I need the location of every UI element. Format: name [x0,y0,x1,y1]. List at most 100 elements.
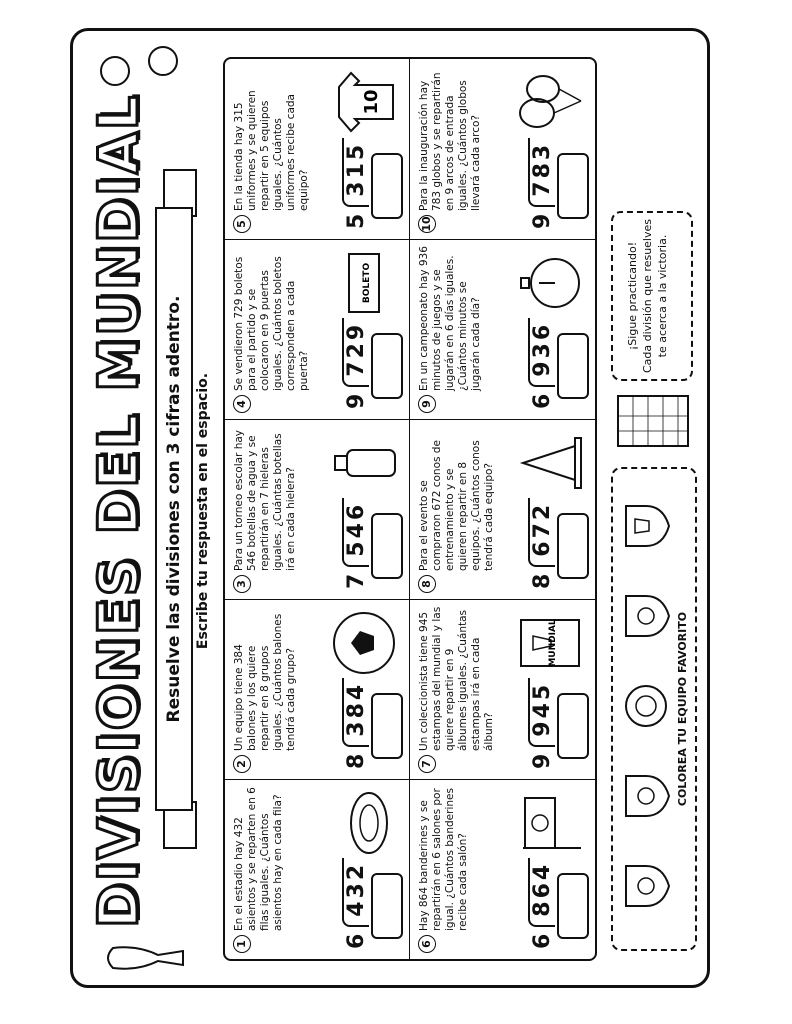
sticker-pack-icon: MUNDIAL [520,619,580,667]
answer-box[interactable] [371,873,403,939]
problem-card: 2 Un equipo tiene 384 balones y los quie… [225,599,410,779]
worksheet-landscape: DIVISIONES DEL MUNDIAL Resuelve las divi… [73,31,713,991]
problem-text: Se vendieron 729 boletos para el partido… [233,256,310,391]
problem-number: 1 [233,935,251,953]
problem-card: 3 Para un torneo escolar hay 546 botella… [225,419,410,599]
divisor: 9 [530,210,555,229]
message-line: Cada división que resuelves [641,218,654,374]
dividend: 864 [528,857,555,927]
divisor: 8 [530,570,555,589]
problem-number: 8 [418,575,436,593]
answer-box[interactable] [371,693,403,759]
header: DIVISIONES DEL MUNDIAL Resuelve las divi… [73,31,213,991]
jersey-icon: 10 [338,71,394,133]
problem-number: 6 [418,935,436,953]
trophy-icon [107,946,184,970]
answer-box[interactable] [557,693,589,759]
answer-box[interactable] [557,153,589,219]
division-bracket: 9945 [528,677,555,769]
problem-card: 1 En el estadio hay 432 asientos y se re… [225,779,410,959]
problem-text: Hay 864 banderines y se repartirán en 6 … [418,788,469,931]
problem-text: Para la inauguración hay 783 globos y se… [418,72,482,211]
trophy-crest-icon [625,505,671,547]
divisor: 9 [344,390,369,409]
message-line: ¡Sigue practicando! [626,241,639,351]
divisor: 6 [530,930,555,949]
picture-label: 10 [361,89,382,114]
answer-box[interactable] [557,873,589,939]
problem-number: 5 [233,215,251,233]
divisor: 7 [344,570,369,589]
dividend: 546 [342,497,369,567]
cone-icon [519,437,582,489]
flag-icon [523,797,581,849]
ticket-icon: BOLETO [348,253,380,313]
instruction-subtitle: Escribe tu respuesta en el espacio. [195,372,211,650]
division-bracket: 7546 [342,497,369,589]
favorite-team-label: COLOREA TU EQUIPO FAVORITO [676,611,689,807]
balloons-icon [519,75,582,128]
problem-text: Un coleccionista tiene 945 estampas del … [418,606,495,751]
problem-card: 6 Hay 864 banderines y se repartirán en … [410,779,595,959]
dividend: 783 [528,137,555,207]
crest-icon [625,775,671,817]
favorite-team-box: COLOREA TU EQUIPO FAVORITO [611,467,697,951]
problem-text: Para un torneo escolar hay 546 botellas … [233,429,297,571]
dividend: 672 [528,497,555,567]
problem-card: 8 Para el evento se compraron 672 conos … [410,419,595,599]
dividend: 384 [342,677,369,747]
problem-text: En un campeonato hay 936 minutos de jueg… [418,246,482,391]
picture-label: BOLETO [362,263,372,304]
encouragement-box: ¡Sigue practicando! Cada división que re… [611,211,693,381]
crest-icon [625,685,667,727]
problem-number: 10 [418,215,436,233]
dividend: 729 [342,317,369,387]
instruction-banner: Resuelve las divisiones con 3 cifras ade… [155,207,193,811]
divisor: 5 [344,210,369,229]
goal-net-icon [617,395,689,447]
soccer-ball-icon [333,612,395,674]
divisor: 6 [530,390,555,409]
stadium-icon [350,792,388,854]
division-bracket: 6936 [528,317,555,409]
problem-text: Para el evento se compraron 672 conos de… [418,440,495,571]
problem-number: 9 [418,395,436,413]
division-bracket: 9783 [528,137,555,229]
problem-card: 7 Un coleccionista tiene 945 estampas de… [410,599,595,779]
problem-card: 4 Se vendieron 729 boletos para el parti… [225,239,410,419]
problem-number: 3 [233,575,251,593]
stopwatch-icon [520,258,580,308]
divisor: 8 [344,750,369,769]
dividend: 432 [342,857,369,927]
worksheet: DIVISIONES DEL MUNDIAL Resuelve las divi… [70,28,710,988]
answer-box[interactable] [557,513,589,579]
boy-with-ball-icon [100,46,178,86]
division-bracket: 9729 [342,317,369,409]
problem-text: En el estadio hay 432 asientos y se repa… [233,787,284,931]
dividend: 945 [528,677,555,747]
dividend: 936 [528,317,555,387]
problems-grid: 1 En el estadio hay 432 asientos y se re… [223,57,597,961]
division-bracket: 8672 [528,497,555,589]
answer-box[interactable] [371,513,403,579]
water-bottle-icon [334,449,396,477]
divisor: 9 [530,750,555,769]
division-bracket: 8384 [342,677,369,769]
problem-number: 2 [233,755,251,773]
problem-card: 5 En la tienda hay 315 uniformes y se qu… [225,59,410,239]
division-bracket: 5315 [342,137,369,229]
answer-box[interactable] [371,333,403,399]
answer-box[interactable] [557,333,589,399]
problem-text: Un equipo tiene 384 balones y los quiere… [233,613,297,751]
picture-label: MUNDIAL [548,619,558,667]
divisor: 6 [344,930,369,949]
message-line: te acerca a la victoria. [656,234,669,358]
problem-text: En la tienda hay 315 uniformes y se quie… [233,90,310,211]
answer-box[interactable] [371,153,403,219]
dividend: 315 [342,137,369,207]
footer: COLOREA TU EQUIPO FAVORITO ¡Sigue practi… [603,61,703,961]
problem-number: 7 [418,755,436,773]
problem-card: 9 En un campeonato hay 936 minutos de ju… [410,239,595,419]
crest-icon [625,595,671,637]
division-bracket: 6864 [528,857,555,949]
